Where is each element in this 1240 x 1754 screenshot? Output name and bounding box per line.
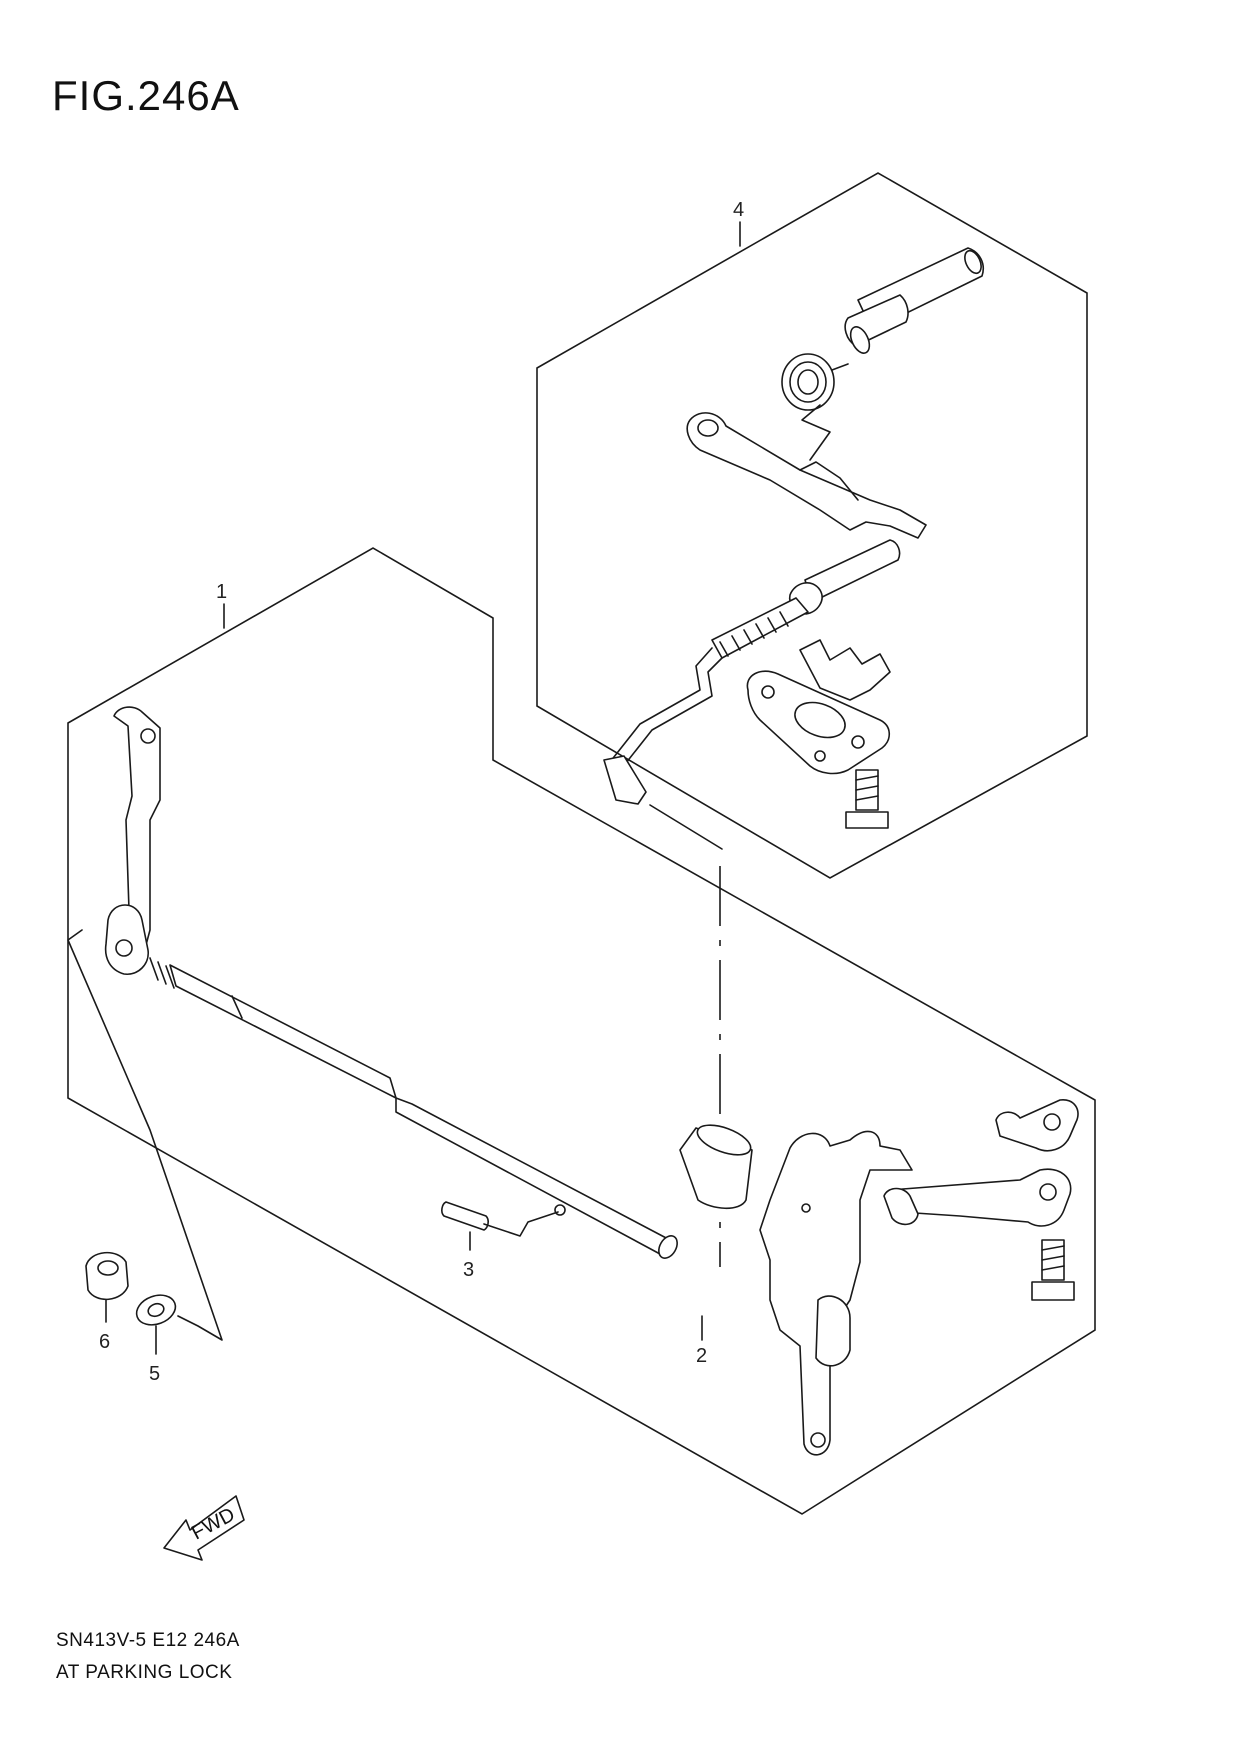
spring [781, 353, 849, 461]
assembly-1-frame [67, 547, 1096, 1515]
bolt-lower [1031, 1239, 1075, 1301]
pawl-assembly [759, 1130, 913, 1456]
pin [844, 247, 984, 354]
nut-washer-bracket [67, 929, 223, 1341]
figure-title: FIG.246A [52, 72, 240, 119]
connection-leader [649, 804, 723, 850]
detent-lever [104, 706, 161, 975]
bushing [679, 1124, 753, 1210]
footer-name: AT PARKING LOCK [56, 1662, 233, 1683]
bolt-upper [845, 769, 889, 829]
callout-4: 4 [733, 199, 744, 221]
rod-thread [719, 611, 789, 657]
washer [135, 1294, 177, 1326]
lever [686, 412, 927, 539]
callout-1: 1 [216, 581, 227, 603]
rod [603, 539, 901, 805]
shaft [149, 957, 678, 1259]
callout-5: 5 [149, 1363, 160, 1385]
bracket [746, 639, 891, 775]
link [883, 1168, 1072, 1227]
plate [995, 1099, 1079, 1152]
callout-3: 3 [463, 1259, 474, 1281]
callout-6: 6 [99, 1331, 110, 1353]
assembly-4-frame [536, 172, 1088, 879]
fwd-arrow-icon: FWD [163, 1495, 245, 1561]
callout-2: 2 [696, 1345, 707, 1367]
shaft-thread [149, 957, 175, 989]
footer-code: SN413V-5 E12 246A [56, 1630, 240, 1651]
spring-pin [441, 1201, 566, 1237]
nut [85, 1251, 129, 1301]
